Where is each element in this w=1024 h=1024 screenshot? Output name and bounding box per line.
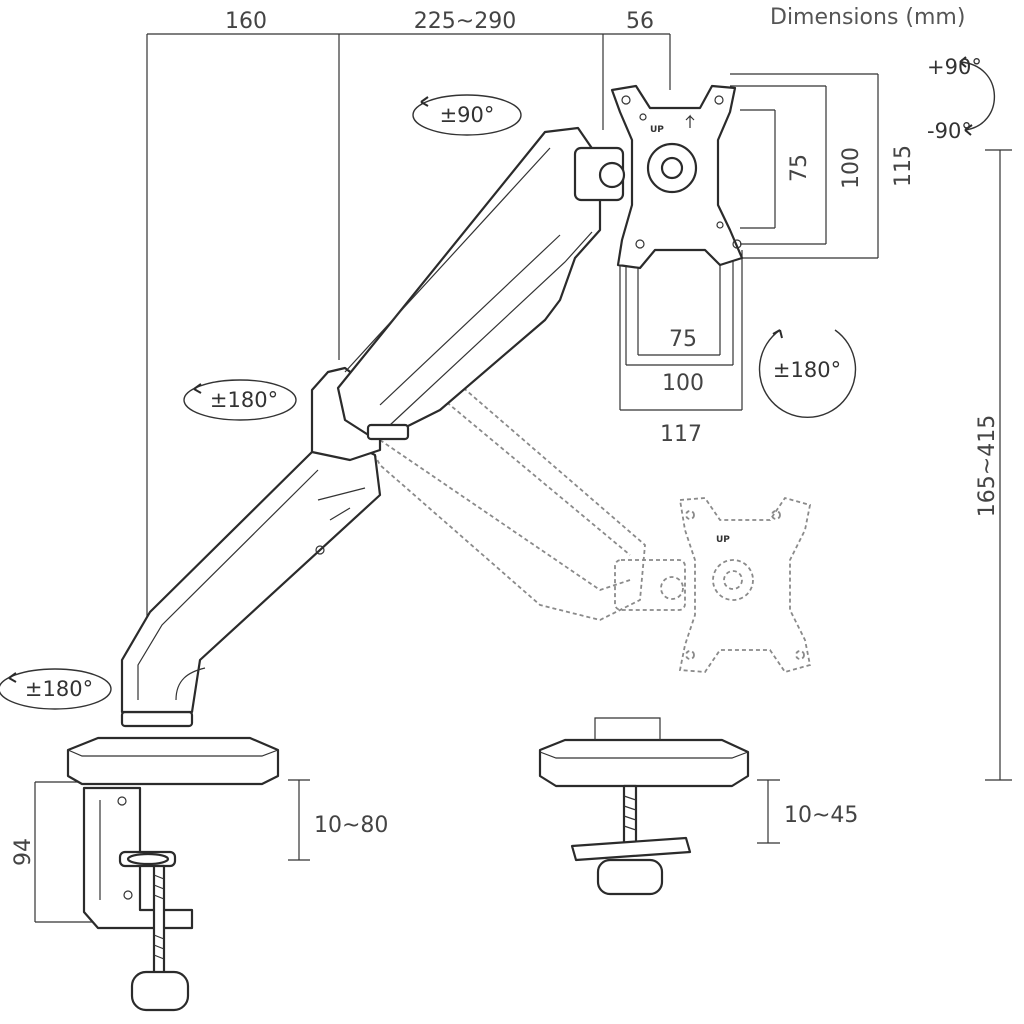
- rot-tilt-up: +90°: [927, 55, 982, 79]
- dimensions-title: Dimensions (mm): [770, 5, 965, 30]
- rot-elbow: ±180°: [210, 388, 278, 412]
- tilt-arc: [959, 61, 996, 131]
- clamp-knob: [130, 970, 190, 1012]
- monitor-arm: UP: [66, 84, 750, 1012]
- grommet-screw: [622, 784, 638, 846]
- dim-height-range: 165~415: [975, 415, 1000, 517]
- dim-clamp-desk-thickness: 10~80: [314, 813, 388, 838]
- grommet-bracket: [570, 836, 692, 862]
- rot-tilt-down: -90°: [927, 119, 972, 143]
- grommet-base-plate: [538, 738, 750, 788]
- svg-text:UP: UP: [716, 535, 730, 545]
- dim-grommet-desk-thickness: 10~45: [784, 803, 858, 828]
- dim-clamp-height: 94: [11, 838, 36, 866]
- base-collar: [120, 710, 194, 728]
- grommet-knob: [596, 858, 664, 896]
- dim-base-offset: 160: [225, 9, 267, 34]
- rot-head: ±90°: [440, 103, 495, 127]
- dim-plate-width: 117: [660, 422, 702, 447]
- base-rotation-ellipse: [0, 668, 112, 710]
- dim-plate-height: 115: [891, 145, 916, 187]
- dim-vesa-outer-vertical: 100: [839, 147, 864, 189]
- elbow-rotation-ellipse: [183, 379, 297, 421]
- labels: Dimensions (mm) 160 225~290 56 75 100 11…: [11, 5, 1000, 866]
- dim-vesa-inner-vertical: 75: [787, 154, 812, 182]
- lower-arm: [120, 438, 382, 714]
- rotation-indicators: [0, 56, 996, 710]
- dim-head-depth: 56: [626, 9, 654, 34]
- rot-base: ±180°: [25, 677, 93, 701]
- dim-vesa-inner-horizontal: 75: [669, 327, 697, 352]
- upper-arm: [336, 126, 602, 438]
- clamp-base-plate: [66, 736, 280, 786]
- clamp-screw: [152, 864, 166, 978]
- rot-vesa-swivel: ±180°: [773, 358, 841, 382]
- vesa-swivel-arc: [758, 329, 857, 418]
- dim-arm-reach: 225~290: [414, 9, 516, 34]
- ghost-arm-position: UP: [339, 357, 812, 674]
- vesa-up-label: UP: [650, 125, 664, 135]
- dim-vesa-outer-horizontal: 100: [662, 371, 704, 396]
- head-rotation-ellipse: [412, 94, 522, 136]
